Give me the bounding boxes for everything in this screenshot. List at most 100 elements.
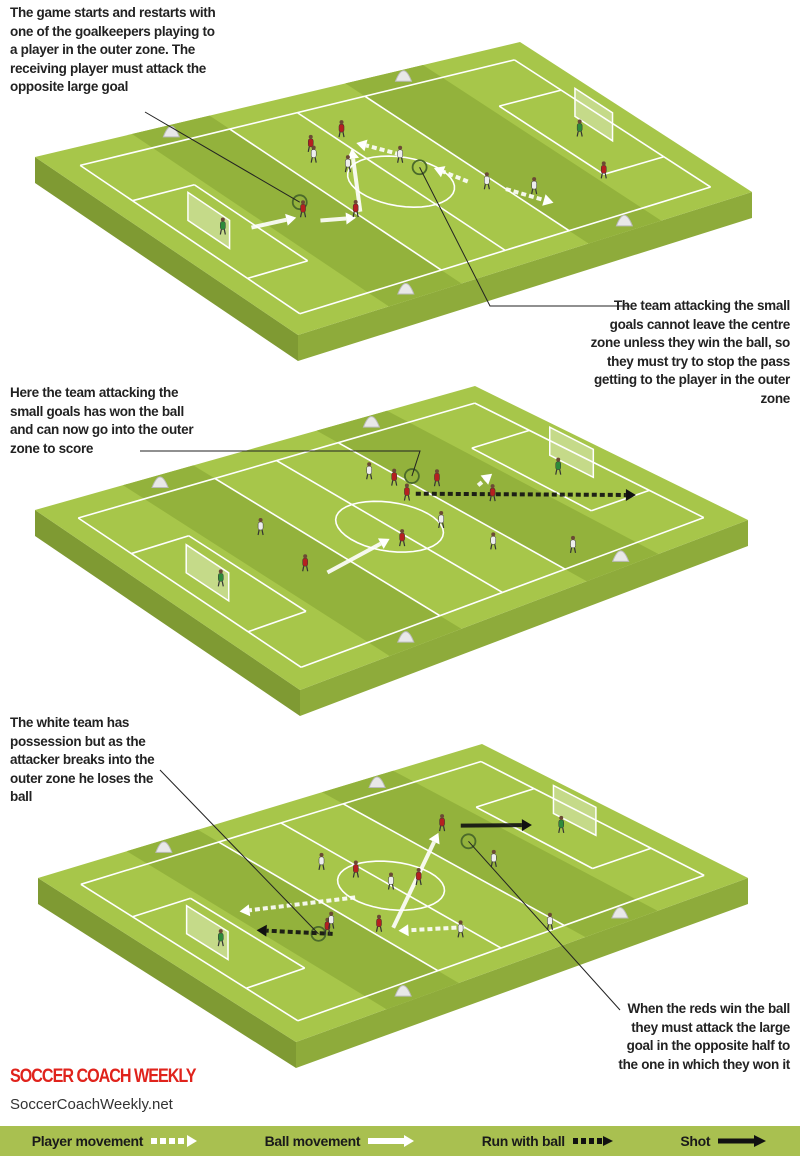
black-dash-arrow	[266, 928, 333, 936]
penalty-box	[247, 610, 307, 633]
player-leg	[302, 566, 305, 572]
player-body	[338, 123, 345, 133]
player-leg	[303, 212, 307, 218]
zone-line	[342, 803, 565, 927]
player-leg	[490, 861, 493, 867]
player	[399, 529, 406, 547]
player	[457, 920, 464, 938]
player-leg	[403, 540, 406, 547]
small-goal	[362, 416, 381, 428]
player-leg	[559, 469, 562, 475]
penalty-box	[245, 967, 305, 990]
player-leg	[219, 229, 222, 235]
player	[299, 200, 307, 218]
player	[403, 483, 411, 501]
player-leg	[217, 581, 220, 587]
player-head	[353, 860, 358, 865]
player-head	[400, 529, 405, 534]
penalty-box	[592, 847, 652, 870]
player-body	[376, 918, 382, 928]
legend-label: Ball movement	[264, 1133, 361, 1149]
player	[531, 177, 538, 195]
player-leg	[399, 540, 402, 547]
outer-zone	[345, 65, 662, 244]
player-leg	[494, 861, 497, 867]
small-goal	[397, 631, 415, 643]
player	[391, 468, 398, 486]
player-leg	[489, 495, 492, 502]
legend-bar: Player movement Ball movement Run with b…	[0, 1126, 800, 1156]
large-goal	[185, 904, 229, 961]
zone-line	[214, 477, 441, 617]
player	[397, 145, 404, 163]
player-body	[307, 138, 314, 148]
player-leg	[487, 184, 490, 190]
player	[555, 457, 562, 475]
player-dash-arrowhead	[356, 139, 368, 152]
pitch-surface	[38, 744, 748, 1042]
legend-player-movement: Player movement	[32, 1133, 201, 1149]
pitch-surface	[35, 386, 748, 690]
player-leg	[352, 211, 355, 218]
player	[352, 199, 359, 218]
player-head	[532, 177, 537, 182]
leader-lines-2	[140, 450, 421, 477]
player-dash-arrow	[249, 895, 356, 913]
board-side-front	[296, 878, 748, 1068]
player	[569, 535, 577, 553]
large-goal	[552, 784, 597, 837]
player-head	[308, 134, 313, 139]
penalty-box	[475, 806, 593, 870]
player-leg	[332, 923, 335, 929]
player-body	[397, 149, 403, 159]
player-head	[404, 483, 409, 488]
player-head	[218, 929, 223, 934]
player	[489, 484, 496, 502]
player-head	[440, 814, 445, 819]
leader-line	[144, 111, 300, 203]
player-leg	[401, 157, 404, 163]
penalty-box	[499, 89, 562, 107]
player-head	[398, 145, 403, 150]
player	[415, 868, 422, 886]
player-body	[399, 532, 405, 542]
highlight-circle	[403, 468, 420, 484]
small-goal	[397, 283, 415, 295]
annotation-loses-ball: The white team has possession but as the…	[10, 715, 155, 804]
player	[217, 569, 224, 587]
player	[219, 217, 226, 235]
annotation-won-ball: Here the team attacking the small goals …	[10, 385, 194, 456]
player-body	[570, 539, 576, 549]
pitch-board-2	[35, 386, 748, 716]
brand-url: SoccerCoachWeekly.net	[10, 1096, 173, 1113]
player	[375, 914, 383, 932]
leader-line	[419, 167, 630, 307]
board-side-front	[300, 520, 748, 716]
player-dash-arrowhead	[398, 924, 409, 937]
player-head	[458, 920, 463, 925]
leader-line	[468, 840, 621, 1011]
player-leg	[310, 157, 313, 163]
zone-line	[337, 441, 566, 570]
black-dash-arrowhead	[256, 924, 267, 937]
small-goal	[151, 476, 169, 488]
black-arrowhead	[521, 819, 532, 832]
player-body	[388, 876, 394, 885]
player-leg	[348, 166, 351, 173]
player-head	[353, 199, 358, 204]
player-leg	[342, 132, 345, 138]
penalty-box	[475, 787, 535, 808]
small-goal	[368, 776, 386, 789]
legend-run-with-ball: Run with ball	[482, 1133, 617, 1149]
player-leg	[573, 547, 577, 553]
player-leg	[299, 212, 303, 218]
penalty-box	[603, 155, 665, 176]
player-body	[438, 514, 444, 524]
player	[307, 134, 314, 152]
player-leg	[314, 157, 317, 163]
board-side-left	[35, 157, 298, 361]
player-leg	[558, 827, 561, 833]
ball-arrow	[320, 216, 347, 223]
player-head	[218, 569, 223, 574]
